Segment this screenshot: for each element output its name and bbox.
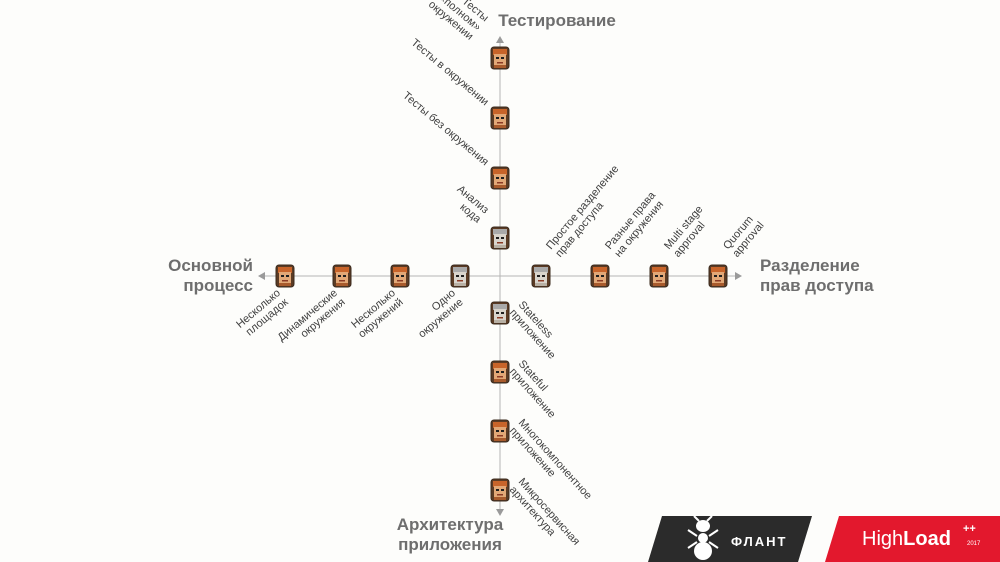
face-icon-testing-3: [490, 106, 510, 130]
label-architecture-2: Statefulприложение: [507, 358, 567, 421]
label-access-4: Quorumapproval: [721, 212, 767, 260]
face-icon-architecture-4: [490, 478, 510, 502]
label-architecture-1: Statelessприложение: [507, 299, 567, 362]
ant-icon: [687, 516, 719, 560]
label-architecture-4: Микросервиснаяархитектура: [507, 476, 582, 556]
label-process-1: Одноокружение: [409, 287, 466, 340]
face-icon-process-3: [332, 264, 352, 288]
label-access-2: Разные правана окружения: [603, 189, 668, 260]
label-process-3: Динамическиеокружения: [276, 287, 348, 353]
highload-plus: ++: [963, 523, 976, 535]
face-icon-process-1: [450, 264, 470, 288]
label-testing-1: Анализкода: [447, 183, 492, 226]
face-icon-testing-2: [490, 166, 510, 190]
face-icon-testing-1: [490, 226, 510, 250]
face-icon-testing-4: [490, 46, 510, 70]
highload-light: High: [862, 528, 904, 550]
face-icon-architecture-1: [490, 301, 510, 325]
arrow-up-icon: [496, 36, 504, 43]
face-icon-access-4: [708, 264, 728, 288]
label-testing-4: Тестыв «полном»окружении: [422, 0, 491, 43]
axis-title-testing: Тестирование: [498, 11, 616, 30]
arrow-right-icon: [735, 272, 742, 280]
face-icon-access-1: [531, 264, 551, 288]
face-icon-process-4: [275, 264, 295, 288]
label-process-2: Несколькоокружений: [349, 287, 406, 340]
face-icon-access-2: [590, 264, 610, 288]
highload-logo: [825, 516, 1000, 562]
face-icon-process-2: [390, 264, 410, 288]
flant-logo: [648, 516, 812, 562]
label-access-3: Multi stageapproval: [662, 203, 715, 259]
highload-bold: Load: [903, 528, 951, 550]
label-testing-3: Тесты в окружении: [409, 37, 491, 109]
face-icon-architecture-3: [490, 419, 510, 443]
arrow-down-icon: [496, 509, 504, 516]
highload-wordmark: HighLoad: [862, 528, 951, 551]
face-icon-architecture-2: [490, 360, 510, 384]
flant-wordmark: ФЛАНТ: [731, 534, 788, 549]
face-icon-access-3: [649, 264, 669, 288]
arrow-left-icon: [258, 272, 265, 280]
highload-year: 2017: [967, 541, 981, 547]
